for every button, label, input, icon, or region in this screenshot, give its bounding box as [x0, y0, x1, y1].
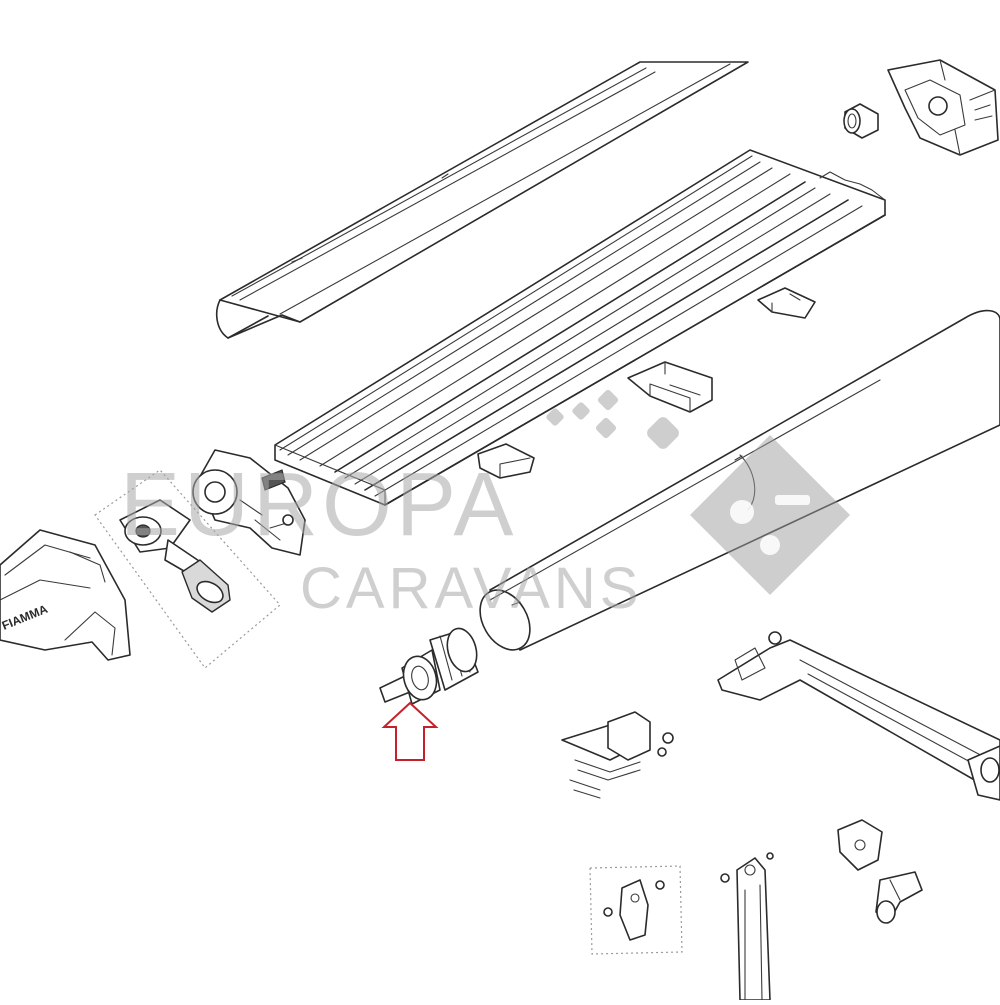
awning-top-cover — [215, 61, 749, 339]
bushing — [843, 103, 879, 139]
watermark: EUROPA CARAVANS — [120, 389, 850, 621]
highlight-arrow-icon — [381, 701, 439, 761]
end-cap-right — [887, 59, 999, 156]
fabric-rail-profile — [274, 149, 886, 506]
rail-clip-2 — [627, 361, 713, 413]
crank-mechanism-group — [94, 469, 281, 669]
gearbox-assembly — [192, 449, 306, 556]
watermark-brand-line-2: CARAVANS — [300, 556, 642, 621]
support-arm — [717, 631, 1000, 801]
rail-clip-3 — [477, 443, 535, 479]
rafter-bracket — [837, 819, 883, 871]
roller-tube-end-plug — [379, 627, 479, 705]
wall-bracket-group — [589, 865, 683, 955]
lower-arm — [720, 852, 774, 1001]
rail-clip-1 — [757, 287, 816, 319]
watermark-dots-icon — [546, 389, 679, 449]
knob-pin — [875, 871, 923, 924]
caravan-logo-icon — [690, 435, 850, 595]
watermark-brand-line-1: EUROPA — [120, 455, 517, 555]
left-end-cover: FIAMMA — [0, 529, 131, 661]
fixing-bracket-kit — [561, 711, 674, 799]
